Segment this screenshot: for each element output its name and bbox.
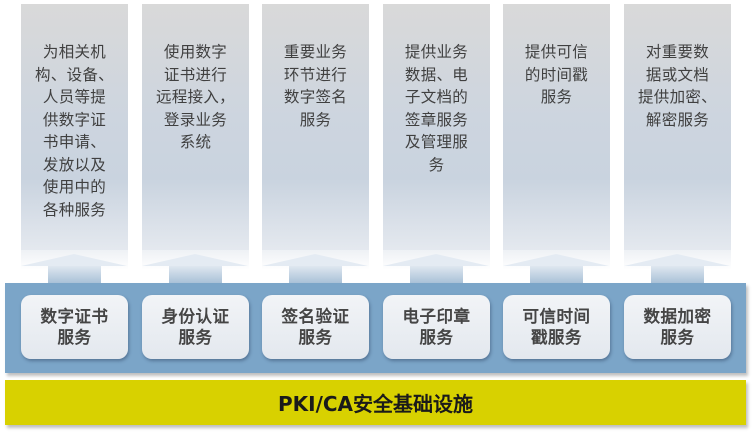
service-label: 身份认证 服务 (161, 307, 230, 347)
description-column: 重要业务 环节进行 数字签名 服务 (262, 4, 369, 254)
description-text: 提供可信 的时间戳 服务 (524, 43, 589, 106)
description-column: 对重要数 据或文档 提供加密、 解密服务 (624, 4, 731, 254)
description-text: 对重要数 据或文档 提供加密、 解密服务 (637, 43, 717, 129)
service-label: 数字证书 服务 (40, 307, 109, 347)
service-label: 签名验证 服务 (281, 307, 350, 347)
description-text: 提供业务 数据、电 子文档的 签章服务 及管理服 务 (404, 43, 469, 174)
up-arrow-icon (21, 254, 128, 284)
description-column: 使用数字 证书进行 远程接入， 登录业务 系统 (142, 4, 249, 254)
service-box: 数据加密 服务 (624, 295, 731, 359)
description-column: 提供业务 数据、电 子文档的 签章服务 及管理服 务 (383, 4, 490, 254)
service-box: 身份认证 服务 (142, 295, 249, 359)
description-column: 为相关机 构、设备、 人员等提 供数字证 书申请、 发放以及 使用中的 各种服务 (21, 4, 128, 254)
up-arrow-icon (503, 254, 610, 284)
pki-ca-label: PKI/CA安全基础设施 (277, 392, 474, 416)
description-text: 为相关机 构、设备、 人员等提 供数字证 书申请、 发放以及 使用中的 各种服务 (34, 43, 114, 219)
service-label: 电子印章 服务 (402, 307, 471, 347)
up-arrow-icon (383, 254, 490, 284)
service-label: 可信时间 戳服务 (522, 307, 591, 347)
service-box: 签名验证 服务 (262, 295, 369, 359)
description-text: 重要业务 环节进行 数字签名 服务 (283, 43, 348, 129)
service-box: 数字证书 服务 (21, 295, 128, 359)
description-column: 提供可信 的时间戳 服务 (503, 4, 610, 254)
pki-ca-infrastructure-bar: PKI/CA安全基础设施 (5, 380, 746, 425)
services-band (5, 283, 746, 373)
service-box: 电子印章 服务 (383, 295, 490, 359)
up-arrow-icon (624, 254, 731, 284)
up-arrow-icon (142, 254, 249, 284)
service-label: 数据加密 服务 (643, 307, 712, 347)
up-arrow-icon (262, 254, 369, 284)
description-text: 使用数字 证书进行 远程接入， 登录业务 系统 (155, 43, 235, 151)
service-box: 可信时间 戳服务 (503, 295, 610, 359)
